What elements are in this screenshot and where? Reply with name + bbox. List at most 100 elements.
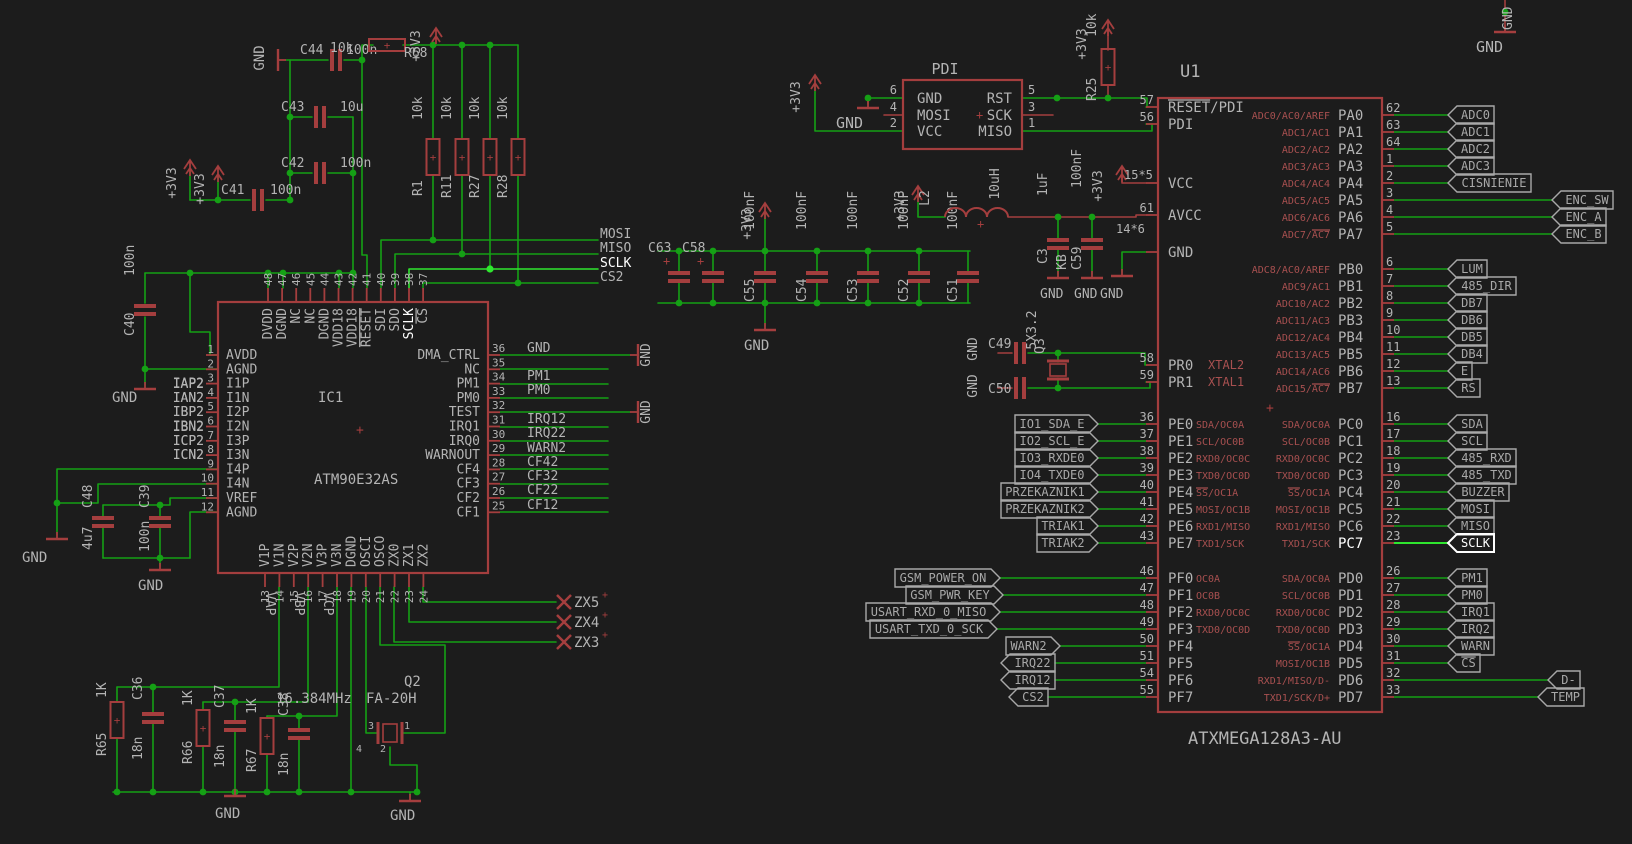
cap-value-C43[interactable]: 10u bbox=[340, 100, 363, 115]
gnd-symbol[interactable] bbox=[754, 323, 776, 332]
res-ref-R28[interactable]: R28 bbox=[496, 175, 511, 198]
wire[interactable] bbox=[393, 586, 557, 643]
net-flag-PM1[interactable] bbox=[1447, 568, 1488, 588]
net-flag-label-MOSI[interactable]: MOSI bbox=[1461, 502, 1490, 516]
net-flag-label-DB5[interactable]: DB5 bbox=[1461, 330, 1483, 344]
wire[interactable] bbox=[394, 253, 599, 289]
capacitor-C40[interactable] bbox=[134, 304, 156, 316]
resistor-R67[interactable] bbox=[259, 717, 275, 755]
label-3[interactable]: 3 bbox=[368, 721, 374, 732]
label-cf12[interactable]: CF12 bbox=[527, 498, 558, 513]
power-label[interactable]: +3V3 bbox=[893, 190, 908, 221]
capacitor-C50[interactable] bbox=[1014, 377, 1026, 399]
label-warn2[interactable]: WARN2 bbox=[527, 441, 566, 456]
net-label-IAN2[interactable]: IAN2 bbox=[173, 391, 204, 406]
net-flag-MOSI[interactable] bbox=[1447, 499, 1495, 519]
res-value-R27[interactable]: 10k bbox=[468, 96, 483, 120]
label-vcp[interactable]: VCP bbox=[320, 592, 335, 616]
net-label-IAP2[interactable]: IAP2 bbox=[173, 377, 204, 392]
x-flag-ZX4[interactable] bbox=[556, 614, 572, 630]
cap-ref-C59[interactable]: C59 bbox=[1070, 247, 1085, 270]
cap-value-C37[interactable]: 18n bbox=[213, 745, 228, 768]
gnd-symbol[interactable] bbox=[134, 382, 156, 391]
net-flag-label-DB7[interactable]: DB7 bbox=[1461, 296, 1483, 310]
capacitor-C3[interactable] bbox=[1047, 238, 1069, 250]
gnd-symbol[interactable] bbox=[149, 563, 171, 572]
label-q3[interactable]: Q3 bbox=[1033, 338, 1048, 354]
net-flag-DB7[interactable] bbox=[1447, 293, 1488, 313]
wire[interactable] bbox=[917, 194, 946, 218]
label-gnd[interactable]: GND bbox=[1100, 287, 1124, 302]
label-miso[interactable]: MISO bbox=[600, 241, 631, 256]
capacitor-C43[interactable] bbox=[314, 106, 326, 128]
capacitor-C41[interactable] bbox=[252, 189, 264, 211]
label-gnd[interactable]: GND bbox=[966, 374, 981, 398]
net-flag-label-CS2[interactable]: CS2 bbox=[1022, 690, 1044, 704]
wire[interactable] bbox=[814, 83, 904, 132]
cap-ref-C54[interactable]: C54 bbox=[795, 278, 810, 302]
net-flag-485_RXD[interactable] bbox=[1447, 448, 1517, 468]
net-flag-label-ADC0[interactable]: ADC0 bbox=[1461, 108, 1490, 122]
resistor-R68[interactable] bbox=[368, 38, 406, 52]
label-q2[interactable]: Q2 bbox=[404, 674, 421, 690]
label-icn2[interactable]: ICN2 bbox=[173, 448, 204, 463]
net-flag-label-USART_TXD_0_SCK[interactable]: USART_TXD_0_SCK bbox=[875, 622, 984, 636]
cap-ref-C52[interactable]: C52 bbox=[897, 279, 912, 302]
net-flag-WARN[interactable] bbox=[1447, 636, 1495, 656]
label-cf42[interactable]: CF42 bbox=[527, 455, 558, 470]
label-iap2[interactable]: IAP2 bbox=[173, 377, 204, 392]
gnd-symbol[interactable] bbox=[857, 101, 879, 110]
net-flag-label-TRIAK1[interactable]: TRIAK1 bbox=[1041, 519, 1084, 533]
ind-value-L2[interactable]: 10uH bbox=[988, 168, 1003, 199]
cap-value-C59[interactable]: 100nF bbox=[1070, 149, 1085, 188]
net-flag-ENC_B[interactable] bbox=[1551, 224, 1607, 244]
label-gnd[interactable]: GND bbox=[252, 45, 268, 70]
label-pm0[interactable]: PM0 bbox=[527, 383, 550, 398]
res-value-R67[interactable]: 1K bbox=[245, 698, 260, 714]
res-ref-R65[interactable]: R65 bbox=[95, 733, 110, 756]
net-flag-MISO[interactable] bbox=[1447, 516, 1495, 536]
power-flag-3v3[interactable] bbox=[1115, 164, 1129, 182]
label-mosi[interactable]: MOSI bbox=[600, 227, 631, 242]
net-flag-DB4[interactable] bbox=[1447, 344, 1488, 364]
net-flag-label-PRZEKAZNIK2[interactable]: PRZEKAZNIK2 bbox=[1005, 502, 1084, 516]
capacitor-C42[interactable] bbox=[314, 162, 326, 184]
wire[interactable] bbox=[56, 483, 219, 504]
cap-ref-C58[interactable]: C58 bbox=[682, 241, 705, 256]
net-label-IBN2[interactable]: IBN2 bbox=[173, 420, 204, 435]
net-flag-GSM_PWR_KEY[interactable] bbox=[905, 585, 1004, 605]
net-flag-USART_TXD_0_SCK[interactable] bbox=[869, 619, 998, 639]
net-flag-ADC2[interactable] bbox=[1447, 139, 1495, 159]
net-flag-label-IRQ22[interactable]: IRQ22 bbox=[1014, 656, 1050, 670]
net-flag-USART_RXD_0_MISO[interactable] bbox=[865, 602, 1001, 622]
label-ibn2[interactable]: IBN2 bbox=[173, 420, 204, 435]
net-flag-label-WARN2[interactable]: WARN2 bbox=[1010, 639, 1046, 653]
net-flag-label-CISNIENIE[interactable]: CISNIENIE bbox=[1461, 176, 1526, 190]
wire[interactable] bbox=[1007, 214, 1147, 218]
label-gnd[interactable]: GND bbox=[744, 338, 769, 354]
net-flag-SCL[interactable] bbox=[1447, 431, 1488, 451]
label-14-6[interactable]: 14*6 bbox=[1116, 222, 1145, 236]
net-flag-label-ADC3[interactable]: ADC3 bbox=[1461, 159, 1490, 173]
label-irq12[interactable]: IRQ12 bbox=[527, 412, 566, 427]
capacitor-C52[interactable] bbox=[908, 271, 930, 283]
cap-ref-C3[interactable]: C3 bbox=[1036, 248, 1051, 264]
cap-ref-C43[interactable]: C43 bbox=[281, 100, 304, 115]
cap-ref-C39[interactable]: C39 bbox=[138, 485, 153, 508]
label-ian2[interactable]: IAN2 bbox=[173, 391, 204, 406]
gnd-symbol[interactable] bbox=[399, 794, 421, 803]
cap-ref-C63[interactable]: C63 bbox=[648, 241, 671, 256]
cap-value-C52[interactable]: 100nF bbox=[897, 191, 912, 230]
power-flag-3v3[interactable] bbox=[911, 184, 925, 202]
capacitor-C53[interactable] bbox=[857, 271, 879, 283]
capacitor-C38[interactable] bbox=[288, 728, 310, 740]
power-label[interactable]: +3V3 bbox=[409, 30, 424, 61]
net-flag-label-IRQ2[interactable]: IRQ2 bbox=[1461, 622, 1490, 636]
net-label-ICP2[interactable]: ICP2 bbox=[173, 434, 204, 449]
wire[interactable] bbox=[266, 586, 338, 717]
power-flag-3v3[interactable] bbox=[429, 26, 443, 44]
label-pdi[interactable]: PDI bbox=[931, 60, 958, 78]
net-flag-ENC_SW[interactable] bbox=[1551, 190, 1614, 210]
net-flag-TRIAK1[interactable] bbox=[1036, 516, 1099, 536]
